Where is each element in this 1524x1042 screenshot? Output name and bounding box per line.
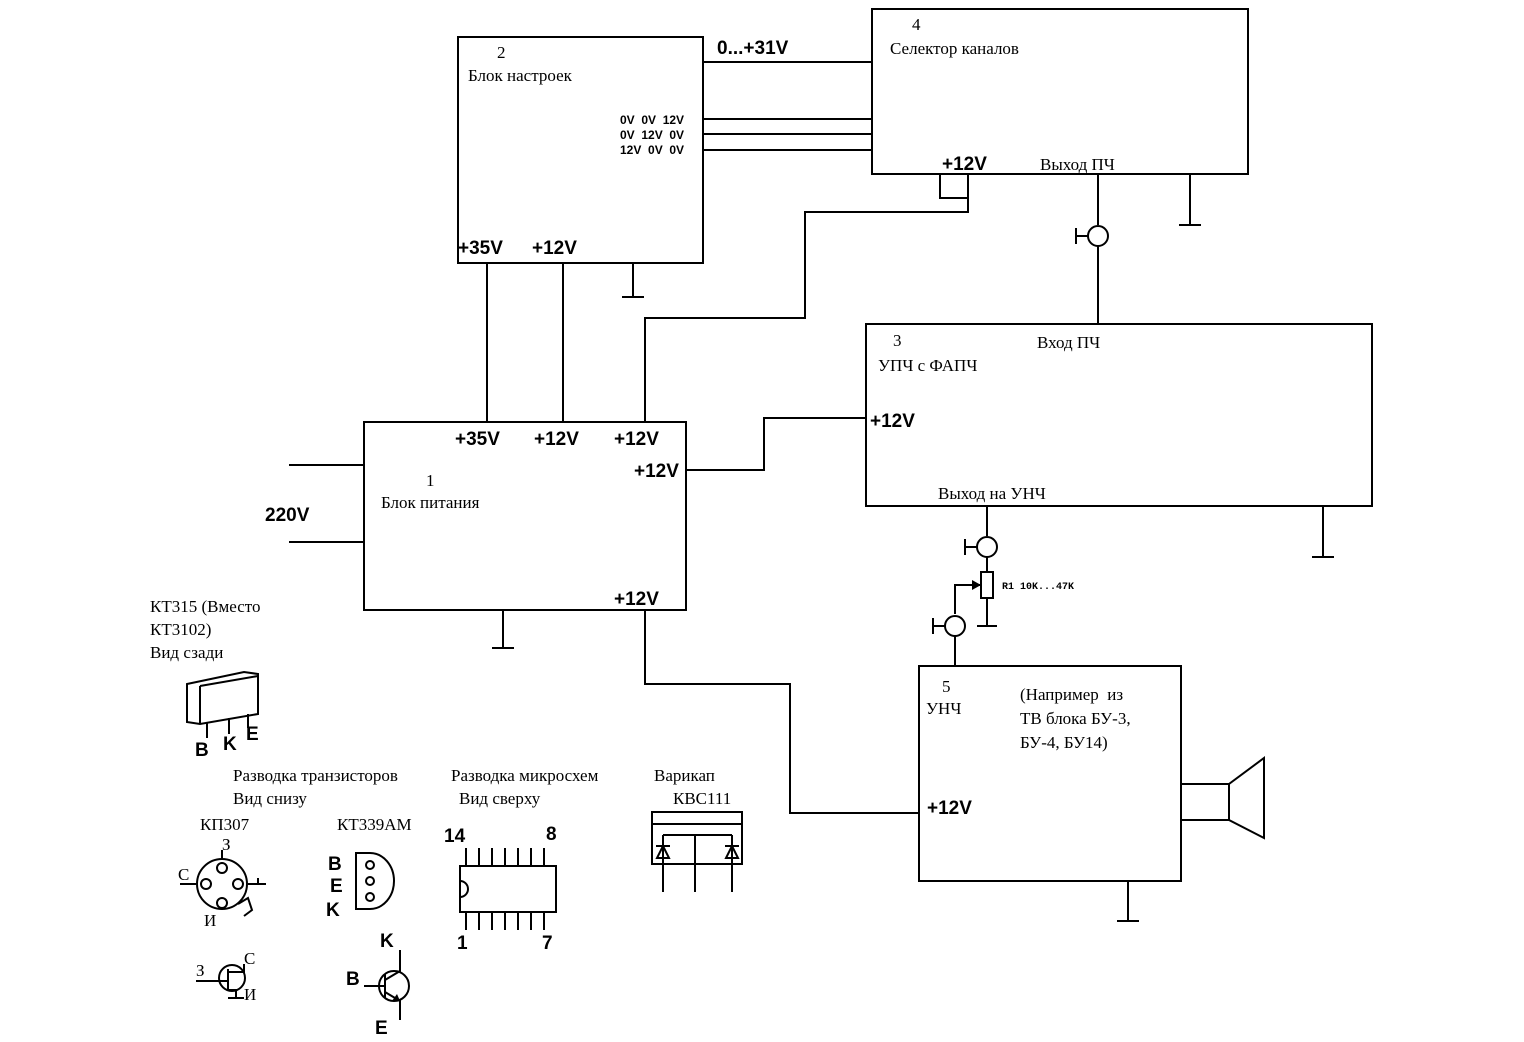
kt339am-pin-b: B bbox=[328, 854, 342, 875]
varicap-title: Варикап bbox=[654, 766, 715, 785]
ic-pin-7: 7 bbox=[542, 933, 553, 954]
block-3-plus12v-label: +12V bbox=[870, 411, 915, 432]
block-1-title: Блок питания bbox=[381, 493, 480, 512]
block-3-if-input-label: Вход ПЧ bbox=[1037, 333, 1100, 352]
block-3-if-amplifier: 3 УПЧ с ФАПЧ Вход ПЧ +12V Выход на УНЧ bbox=[865, 323, 1373, 558]
tuning-lines: 0...+31V bbox=[703, 38, 872, 151]
block-1-number: 1 bbox=[426, 471, 435, 490]
block-2-plus35v-label: +35V bbox=[458, 238, 503, 259]
kt339am-pin-e: E bbox=[330, 876, 343, 897]
block-2-number: 2 bbox=[497, 43, 506, 62]
transistor-pinout-subtitle: Вид снизу bbox=[233, 789, 307, 808]
kp307-package: КП307 З С И З С И bbox=[178, 815, 266, 1004]
block-4-plus12v-label: +12V bbox=[942, 154, 987, 175]
kt315-pin-b: B bbox=[195, 740, 209, 761]
block-2-tuning: 2 Блок настроек 0V 0V 12V 0V 12V 0V 12V … bbox=[457, 36, 704, 298]
ic-pin-8: 8 bbox=[546, 824, 557, 845]
kt339am-package: КТ339АМ B E K K B E bbox=[326, 815, 412, 1039]
block-4-channel-selector: 4 Селектор каналов +12V Выход ПЧ bbox=[871, 8, 1249, 226]
block-1-plus12v-label-d: +12V bbox=[614, 589, 659, 610]
kt315-pin-k: K bbox=[223, 734, 237, 755]
ic-pinout-subtitle: Вид сверху bbox=[459, 789, 541, 808]
block-5-note-line-2: ТВ блока БУ-3, bbox=[1020, 709, 1131, 728]
kt315-line-3: Вид сзади bbox=[150, 643, 223, 662]
varicap-model: КВС111 bbox=[673, 789, 731, 808]
ic-pin-1: 1 bbox=[457, 933, 468, 954]
block-1-plus35v-label: +35V bbox=[455, 429, 500, 450]
ic-pin-14: 14 bbox=[444, 826, 466, 847]
kt315-pin-e: E bbox=[246, 724, 259, 745]
kt339am-symbol-e: E bbox=[375, 1018, 388, 1039]
kp307-name: КП307 bbox=[200, 815, 250, 834]
block-2-code-row-3: 12V 0V 0V bbox=[620, 143, 684, 157]
block-3-title: УПЧ с ФАПЧ bbox=[878, 356, 977, 375]
block-1-plus12v-label-b: +12V bbox=[614, 429, 659, 450]
kp307-pin-s: С bbox=[178, 865, 189, 884]
kt339am-name: КТ339АМ bbox=[337, 815, 412, 834]
block-2-plus12v-label: +12V bbox=[532, 238, 577, 259]
ic-pins bbox=[465, 848, 545, 930]
audio-path: R1 10K...47K bbox=[932, 506, 1074, 666]
mains-220v-label: 220V bbox=[265, 505, 310, 526]
block-3-output-label: Выход на УНЧ bbox=[938, 484, 1046, 503]
block-4-if-output-label: Выход ПЧ bbox=[1040, 155, 1115, 174]
block-5-note-line-1: (Например из bbox=[1020, 685, 1123, 704]
kp307-pin-i: И bbox=[204, 911, 216, 930]
block-3-number: 3 bbox=[893, 331, 902, 350]
tuning-voltage-label: 0...+31V bbox=[717, 38, 789, 59]
block-2-title: Блок настроек bbox=[468, 66, 573, 85]
kp307-symbol-i: И bbox=[244, 985, 256, 1004]
varicap-kvs111: Варикап КВС111 bbox=[651, 766, 743, 892]
transistor-pinout-title: Разводка транзисторов bbox=[233, 766, 398, 785]
block-4-title: Селектор каналов bbox=[890, 39, 1019, 58]
kt339am-symbol-k: K bbox=[380, 931, 394, 952]
power-wiring bbox=[486, 173, 969, 814]
kt339am-pin-k: K bbox=[326, 900, 340, 921]
block-1-plus12v-label-c: +12V bbox=[634, 461, 679, 482]
ic-dip14-package: 14 8 1 7 bbox=[444, 824, 557, 954]
kt315-line-2: КТ3102) bbox=[150, 620, 211, 639]
block-1-plus12v-label-a: +12V bbox=[534, 429, 579, 450]
block-2-code-row-2: 0V 12V 0V bbox=[620, 128, 684, 142]
block-2-code-row-1: 0V 0V 12V bbox=[620, 113, 684, 127]
block-5-plus12v-label: +12V bbox=[927, 798, 972, 819]
block-5-note-line-3: БУ-4, БУ14) bbox=[1020, 733, 1108, 752]
block-5-title: УНЧ bbox=[926, 699, 961, 718]
block-5-audio-amplifier: 5 УНЧ (Например из ТВ блока БУ-3, БУ-4, … bbox=[918, 665, 1265, 922]
if-connector bbox=[1075, 174, 1109, 324]
kt339am-symbol-b: B bbox=[346, 969, 360, 990]
block-4-number: 4 bbox=[912, 15, 921, 34]
ic-pinout-title: Разводка микросхем bbox=[451, 766, 599, 785]
block-5-number: 5 bbox=[942, 677, 951, 696]
kp307-pin-z: З bbox=[222, 835, 231, 854]
kt315-line-1: КТ315 (Вместо bbox=[150, 597, 260, 616]
resistor-r1 bbox=[980, 571, 994, 599]
block-1-power-supply: 1 Блок питания +35V +12V +12V +12V +12V … bbox=[265, 421, 687, 649]
kt315-package: КТ315 (Вместо КТ3102) Вид сзади B K E bbox=[150, 597, 260, 761]
kp307-symbol-s: С bbox=[244, 949, 255, 968]
kp307-symbol-z: З bbox=[196, 961, 205, 980]
resistor-r1-label: R1 10K...47K bbox=[1002, 582, 1074, 593]
